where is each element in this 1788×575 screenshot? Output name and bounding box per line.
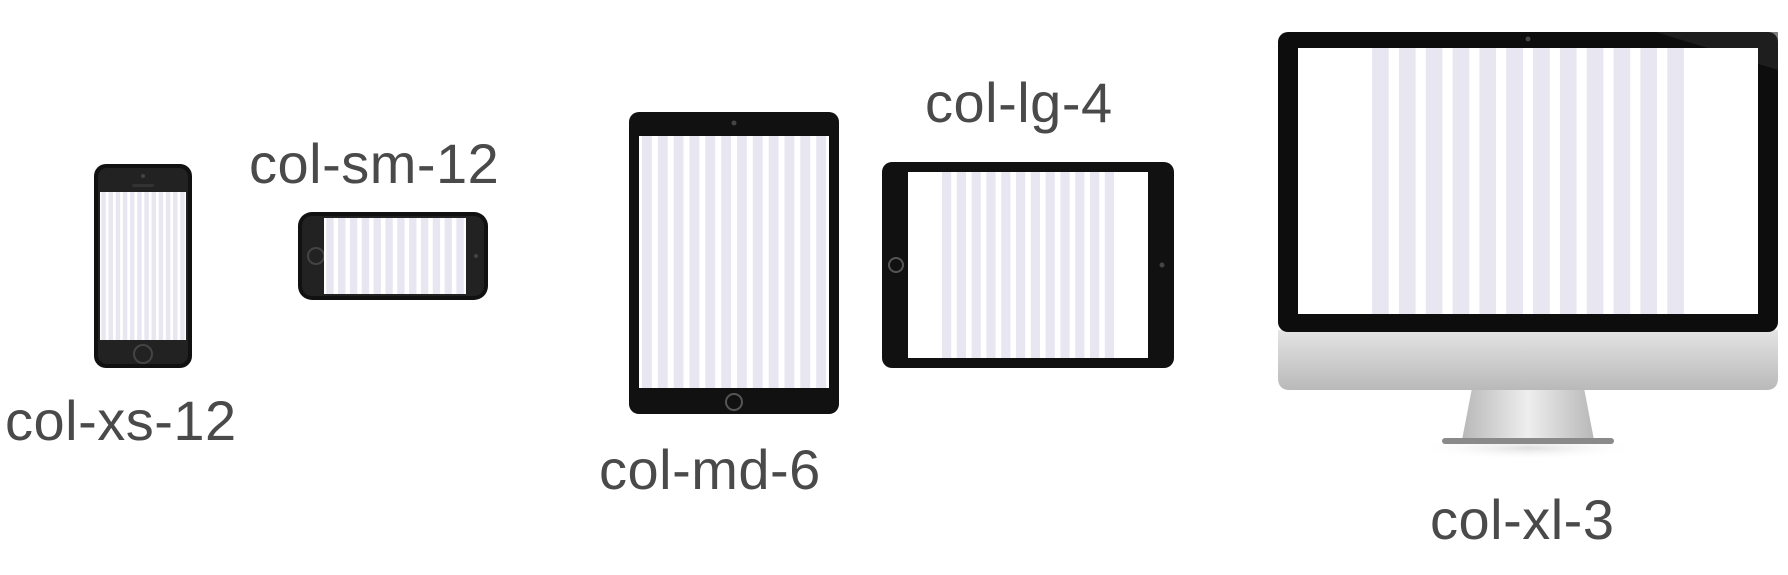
grid-column: [173, 192, 178, 340]
grid-column: [673, 136, 684, 388]
grid-column: [385, 218, 393, 294]
grid-column: [657, 136, 668, 388]
device-label-xs: col-xs-12: [5, 389, 237, 452]
tablet-portrait-icon: [629, 112, 839, 414]
grid-column: [642, 136, 652, 388]
grid-column: [737, 136, 747, 388]
phone-portrait-icon: [94, 164, 192, 368]
grid-column: [1060, 172, 1070, 358]
grid-column: [373, 218, 381, 294]
grid-column: [349, 218, 358, 294]
grid-column: [986, 172, 996, 358]
grid-column: [1559, 48, 1577, 314]
grid-column: [1016, 172, 1026, 358]
grid-column: [326, 218, 334, 294]
grid-column: [1075, 172, 1085, 358]
grid-column: [1090, 172, 1100, 358]
grid-column: [1613, 48, 1631, 314]
grid-column: [956, 172, 966, 358]
grid-column: [1667, 48, 1684, 314]
tablet-landscape-icon: [882, 162, 1174, 368]
device-label-lg: col-lg-4: [925, 71, 1113, 134]
grid-column: [456, 218, 464, 294]
grid-column: [1533, 48, 1550, 314]
grid-column: [158, 192, 164, 340]
grid-column: [816, 136, 826, 388]
grid-column: [122, 192, 128, 340]
grid-column: [338, 218, 346, 294]
grid-column: [1001, 172, 1011, 358]
grid-column: [409, 218, 417, 294]
grid-column: [689, 136, 700, 388]
grid-column: [1104, 172, 1114, 358]
grid-column: [784, 136, 795, 388]
grid-column: [432, 218, 441, 294]
phone-landscape-icon: [298, 212, 488, 300]
device-label-xl: col-xl-3: [1430, 488, 1615, 551]
grid-column: [1640, 48, 1658, 314]
grid-column: [165, 192, 171, 340]
grid-column: [361, 218, 370, 294]
grid-column: [1372, 48, 1389, 314]
grid-column: [1586, 48, 1604, 314]
grid-column: [721, 136, 731, 388]
grid-column: [130, 192, 135, 340]
grid-column: [420, 218, 429, 294]
device-label-md: col-md-6: [599, 438, 821, 501]
desktop-monitor-icon: [1278, 32, 1778, 460]
grid-column: [180, 192, 185, 340]
device-label-sm: col-sm-12: [249, 132, 500, 195]
grid-column: [151, 192, 156, 340]
grid-column: [800, 136, 811, 388]
grid-column: [752, 136, 763, 388]
grid-column: [137, 192, 142, 340]
grid-column: [1030, 172, 1040, 358]
grid-column: [942, 172, 952, 358]
grid-column: [108, 192, 113, 340]
grid-column: [1045, 172, 1055, 358]
grid-column: [705, 136, 716, 388]
grid-column: [101, 192, 106, 340]
grid-column: [1506, 48, 1523, 314]
grid-column: [971, 172, 981, 358]
grid-column: [1425, 48, 1443, 314]
grid-column: [768, 136, 779, 388]
grid-column: [144, 192, 149, 340]
grid-column: [397, 218, 405, 294]
grid-column: [1398, 48, 1416, 314]
grid-column: [115, 192, 121, 340]
grid-column: [1452, 48, 1470, 314]
grid-column: [1479, 48, 1497, 314]
grid-column: [444, 218, 452, 294]
